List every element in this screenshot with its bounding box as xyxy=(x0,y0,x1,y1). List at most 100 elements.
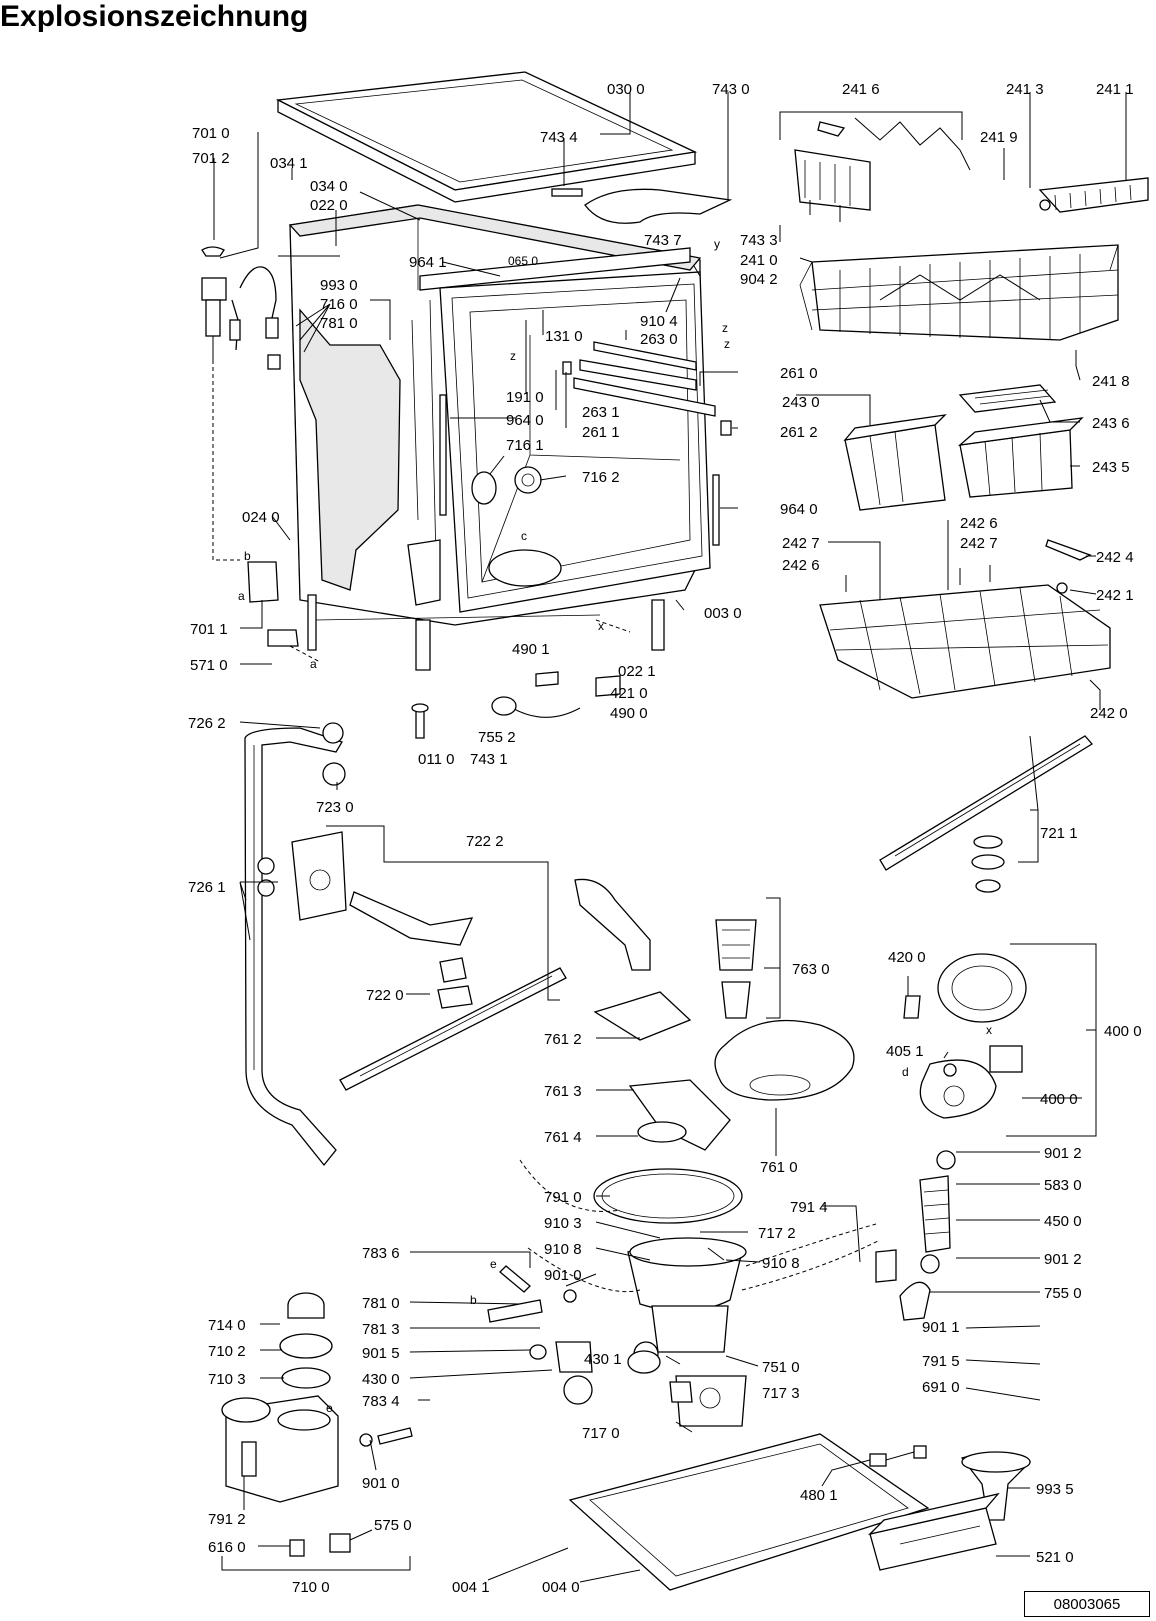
label-755-2: 755 2 xyxy=(478,729,516,746)
label-241-9: 241 9 xyxy=(980,129,1018,146)
label-242-7-a: 242 7 xyxy=(782,535,820,552)
label-691-0: 691 0 xyxy=(922,1379,960,1396)
label-791-4: 791 4 xyxy=(790,1199,828,1216)
label-781-0: 781 0 xyxy=(320,315,358,332)
label-430-0: 430 0 xyxy=(362,1371,400,1388)
circulation-pump-400-0 xyxy=(903,953,1027,1119)
heater-450-0 xyxy=(875,1150,956,1321)
label-420-0: 420 0 xyxy=(888,949,926,966)
label-242-0: 242 0 xyxy=(1090,705,1128,722)
letter-e: e xyxy=(490,1257,497,1271)
water-guide-761 xyxy=(574,878,743,1224)
label-261-0: 261 0 xyxy=(780,365,818,382)
cutlery-insert-241-6 xyxy=(794,117,971,222)
label-761-2: 761 2 xyxy=(544,1031,582,1048)
label-791-5: 791 5 xyxy=(922,1353,960,1370)
letter-a: a xyxy=(310,657,317,671)
label-011-0: 011 0 xyxy=(418,751,454,768)
label-004-0: 004 0 xyxy=(542,1579,580,1596)
label-723-0: 723 0 xyxy=(316,799,354,816)
misc-small-parts xyxy=(411,671,621,739)
label-743-7: 743 7 xyxy=(644,232,682,249)
label-717-0: 717 0 xyxy=(582,1425,620,1442)
label-964-0-a: 964 0 xyxy=(506,412,544,429)
label-743-0: 743 0 xyxy=(712,81,750,98)
fine-filter-761-0 xyxy=(714,1019,855,1101)
upper-basket-241-0 xyxy=(799,244,1119,341)
label-791-2: 791 2 xyxy=(208,1511,246,1528)
softener-710-0 xyxy=(221,1265,593,1557)
cutlery-baskets-243 xyxy=(843,384,1084,511)
label-243-5: 243 5 xyxy=(1092,459,1130,476)
letter-y: y xyxy=(714,237,720,251)
label-571-0: 571 0 xyxy=(190,657,228,674)
label-717-2: 717 2 xyxy=(758,1225,796,1242)
label-910-8-b: 910 8 xyxy=(762,1255,800,1272)
letter-x: x xyxy=(598,619,604,633)
letter-c: c xyxy=(521,529,527,543)
label-714-0: 714 0 xyxy=(208,1317,246,1334)
letter-b: b xyxy=(244,549,251,563)
label-022-0: 022 0 xyxy=(310,197,348,214)
label-450-0: 450 0 xyxy=(1044,1213,1082,1230)
label-034-1: 034 1 xyxy=(270,155,308,172)
label-243-6: 243 6 xyxy=(1092,415,1130,432)
label-761-3: 761 3 xyxy=(544,1083,582,1100)
label-241-3: 241 3 xyxy=(1006,81,1044,98)
letter-d: d xyxy=(902,1065,909,1079)
label-763-0: 763 0 xyxy=(792,961,830,978)
label-241-0: 241 0 xyxy=(740,252,778,269)
label-400-0-a: 400 0 xyxy=(1104,1023,1142,1040)
filter-763-0 xyxy=(715,919,757,1019)
label-901-0-b: 901 0 xyxy=(362,1475,400,1492)
label-901-2-b: 901 2 xyxy=(1044,1251,1082,1268)
label-717-3: 717 3 xyxy=(762,1385,800,1402)
label-781-3: 781 3 xyxy=(362,1321,400,1338)
letter-x: x xyxy=(986,1023,992,1037)
label-910-8-a: 910 8 xyxy=(544,1241,582,1258)
dispenser-funnel-993-5 xyxy=(960,1451,1032,1521)
label-022-1: 022 1 xyxy=(618,663,656,680)
label-910-3: 910 3 xyxy=(544,1215,582,1232)
label-710-0: 710 0 xyxy=(292,1579,330,1596)
letter-e: e xyxy=(326,1401,333,1415)
label-521-0: 521 0 xyxy=(1036,1549,1074,1566)
spray-pipe-726-1 xyxy=(244,722,346,1167)
label-993-0: 993 0 xyxy=(320,277,358,294)
label-004-1: 004 1 xyxy=(452,1579,490,1596)
label-721-1: 721 1 xyxy=(1040,825,1078,842)
label-490-0: 490 0 xyxy=(610,705,648,722)
label-421-0: 421 0 xyxy=(610,685,648,702)
spray-arm-upper-722-2 xyxy=(291,831,567,1091)
label-964-0-b: 964 0 xyxy=(780,501,818,518)
label-710-2: 710 2 xyxy=(208,1343,246,1360)
label-722-2: 722 2 xyxy=(466,833,504,850)
label-263-1: 263 1 xyxy=(582,404,620,421)
label-701-0: 701 0 xyxy=(192,125,230,142)
label-242-4: 242 4 xyxy=(1096,549,1134,566)
label-781-0-b: 781 0 xyxy=(362,1295,400,1312)
part-labels: 030 0 743 0 241 6 241 3 241 1 701 0 701 … xyxy=(188,81,1142,1596)
label-901-2-a: 901 2 xyxy=(1044,1145,1082,1162)
label-701-2: 701 2 xyxy=(192,150,230,167)
top-cover-030-0 xyxy=(275,71,698,203)
label-490-1: 490 1 xyxy=(512,641,550,658)
label-716-0: 716 0 xyxy=(320,296,358,313)
label-030-0: 030 0 xyxy=(607,81,645,98)
lower-basket-242-0 xyxy=(819,539,1111,699)
label-964-1: 964 1 xyxy=(409,254,447,271)
label-755-0: 755 0 xyxy=(1044,1285,1082,1302)
letter-z: z xyxy=(510,349,516,363)
label-901-0-a: 901 0 xyxy=(544,1267,582,1284)
label-242-6-b: 242 6 xyxy=(782,557,820,574)
label-743-3: 743 3 xyxy=(740,232,778,249)
label-065-0: 065 0 xyxy=(508,254,538,268)
label-575-0: 575 0 xyxy=(374,1517,412,1534)
label-191-0: 191 0 xyxy=(506,389,544,406)
label-710-3: 710 3 xyxy=(208,1371,246,1388)
label-716-2: 716 2 xyxy=(582,469,620,486)
label-701-1: 701 1 xyxy=(190,621,228,638)
label-242-1: 242 1 xyxy=(1096,587,1134,604)
label-131-0: 131 0 xyxy=(545,328,583,345)
